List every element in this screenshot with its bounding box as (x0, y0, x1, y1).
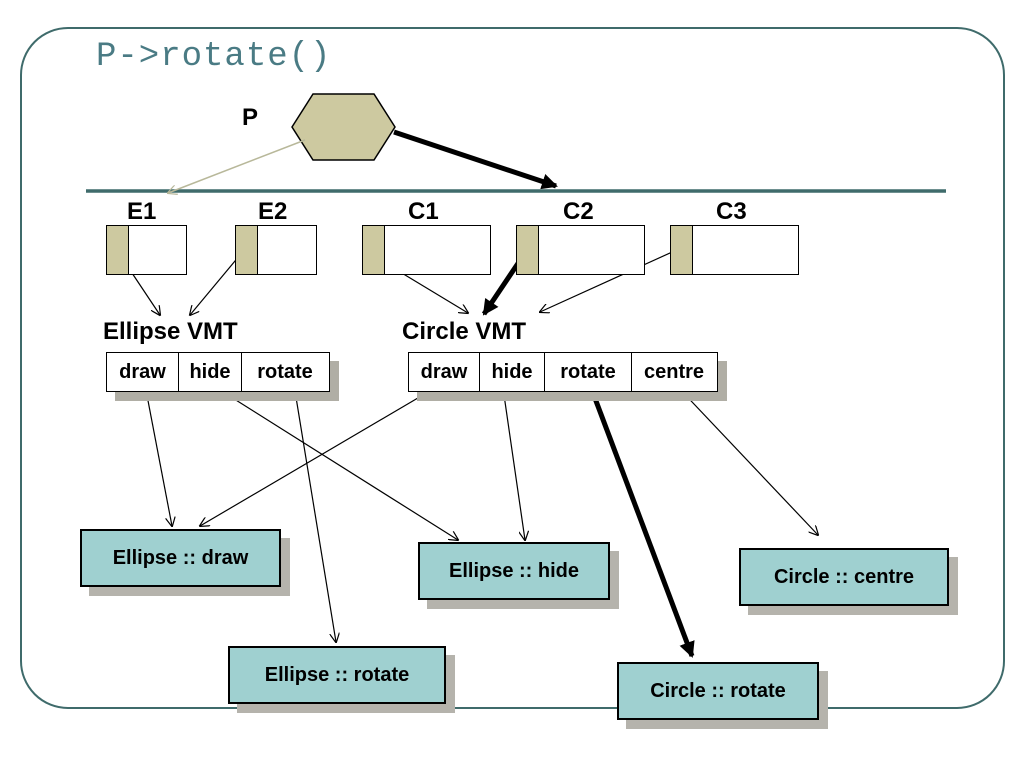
pointer-hexagon (291, 93, 396, 161)
ellipse-vmt-table: draw hide rotate (106, 352, 330, 392)
function-ellipse-rotate: Ellipse :: rotate (228, 646, 446, 704)
circle-vmt-draw: draw (409, 353, 480, 391)
arrow-cvmt-hide (502, 387, 525, 540)
pointer-label: P (242, 104, 259, 131)
circle-vmt-rotate: rotate (545, 353, 632, 391)
object-label-c3: C3 (716, 198, 747, 225)
ellipse-vmt-draw: draw (107, 353, 179, 391)
function-ellipse-draw: Ellipse :: draw (80, 529, 281, 587)
object-e2 (235, 225, 317, 275)
object-label-e1: E1 (127, 198, 157, 225)
vptr-slot (363, 226, 385, 274)
circle-vmt-label: Circle VMT (402, 318, 527, 345)
arrow-cvmt-rotate (587, 384, 695, 658)
ellipse-vmt-label: Ellipse VMT (103, 318, 238, 345)
arrow-p-to-e1 (168, 139, 306, 193)
arrow-c3-to-vmt (540, 247, 682, 312)
vptr-slot (236, 226, 258, 274)
ellipse-vmt-hide: hide (179, 353, 242, 391)
object-c3 (670, 225, 799, 275)
vptr-slot (107, 226, 129, 274)
ellipse-vmt-rotate: rotate (257, 360, 313, 383)
arrow-cvmt-draw (200, 384, 441, 526)
function-ellipse-hide: Ellipse :: hide (418, 542, 610, 600)
object-label-c2: C2 (563, 198, 594, 225)
arrow-evmt-hide (211, 384, 458, 540)
circle-vmt-table: draw hide rotate centre (408, 352, 718, 392)
arrow-evmt-rotate (293, 384, 336, 642)
function-circle-centre: Circle :: centre (739, 548, 949, 606)
vptr-slot (671, 226, 693, 274)
arrow-p-to-c2 (393, 129, 558, 190)
circle-vmt-hide: hide (480, 353, 545, 391)
arrow-cvmt-centre (675, 384, 818, 535)
slide-frame (20, 27, 1005, 709)
object-e1 (106, 225, 187, 275)
object-c2 (516, 225, 645, 275)
object-c1 (362, 225, 491, 275)
page-title: P->rotate() (96, 38, 332, 76)
vptr-slot (517, 226, 539, 274)
object-label-e2: E2 (258, 198, 288, 225)
arrow-evmt-draw (144, 384, 172, 526)
object-label-c1: C1 (408, 198, 439, 225)
circle-vmt-centre: centre (643, 360, 705, 383)
function-circle-rotate: Circle :: rotate (617, 662, 819, 720)
